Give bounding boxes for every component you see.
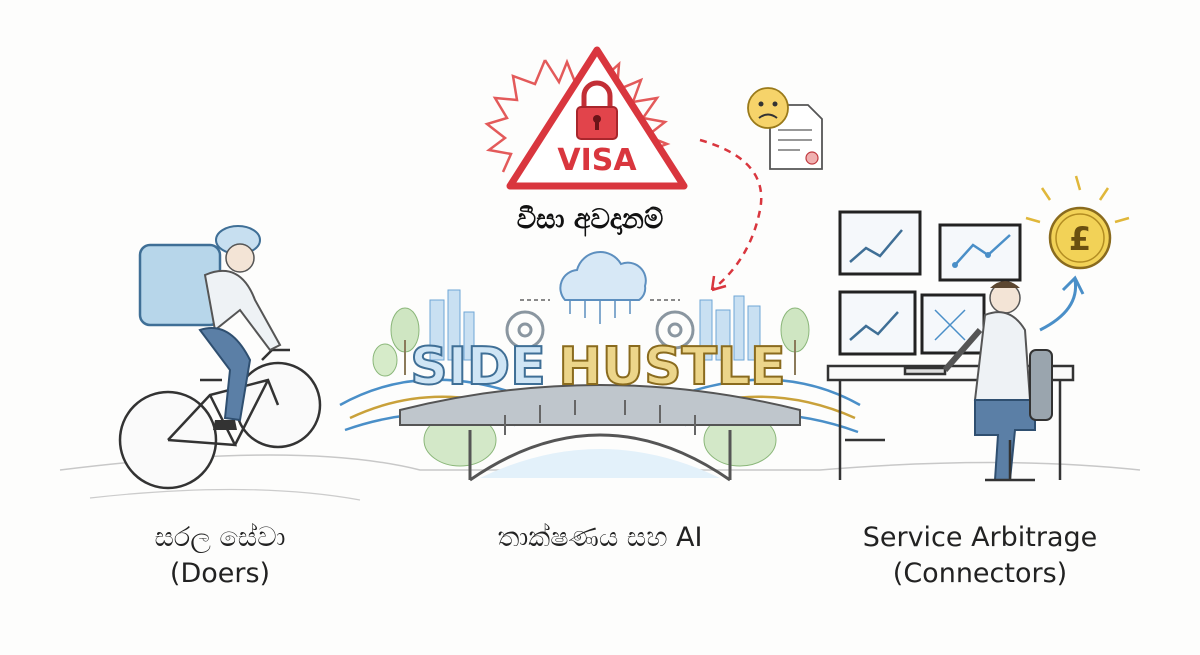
city-skyline: [429, 289, 761, 361]
visa-risk-caption: වීසා අවදානම්: [516, 204, 664, 235]
arrow-icon: [1039, 275, 1085, 332]
sad-face-icon: [747, 87, 789, 129]
cloud-icon: [559, 251, 647, 324]
bicycle-icon: [118, 348, 322, 490]
doers-caption: සරල සේවා (Doers): [105, 520, 335, 592]
gear-icon: [505, 310, 695, 350]
banner-side: SIDE: [410, 337, 545, 397]
connectors-caption-line2: (Connectors): [892, 558, 1068, 589]
delivery-rider: [138, 225, 282, 430]
monitor-icon: [838, 210, 1022, 356]
lock-icon: [576, 80, 618, 140]
connectors-caption-line1: Service Arbitrage: [862, 522, 1098, 553]
banner-hustle: HUSTLE: [558, 337, 785, 397]
pound-coin-icon: £: [1025, 175, 1130, 270]
doers-caption-line2: (Doers): [169, 558, 271, 589]
doers-caption-line1: සරල සේවා: [154, 522, 286, 553]
tech-ai-caption: තාක්ෂණය සහ AI: [497, 522, 703, 553]
bridge-icon: [399, 384, 801, 482]
trees: [372, 307, 810, 467]
office-worker: [942, 281, 1053, 482]
connectors-caption: Service Arbitrage (Connectors): [830, 520, 1130, 592]
dashed-arrow-icon: [699, 138, 763, 292]
coin-symbol: £: [1069, 220, 1091, 258]
visa-badge-text: VISA: [557, 143, 637, 178]
